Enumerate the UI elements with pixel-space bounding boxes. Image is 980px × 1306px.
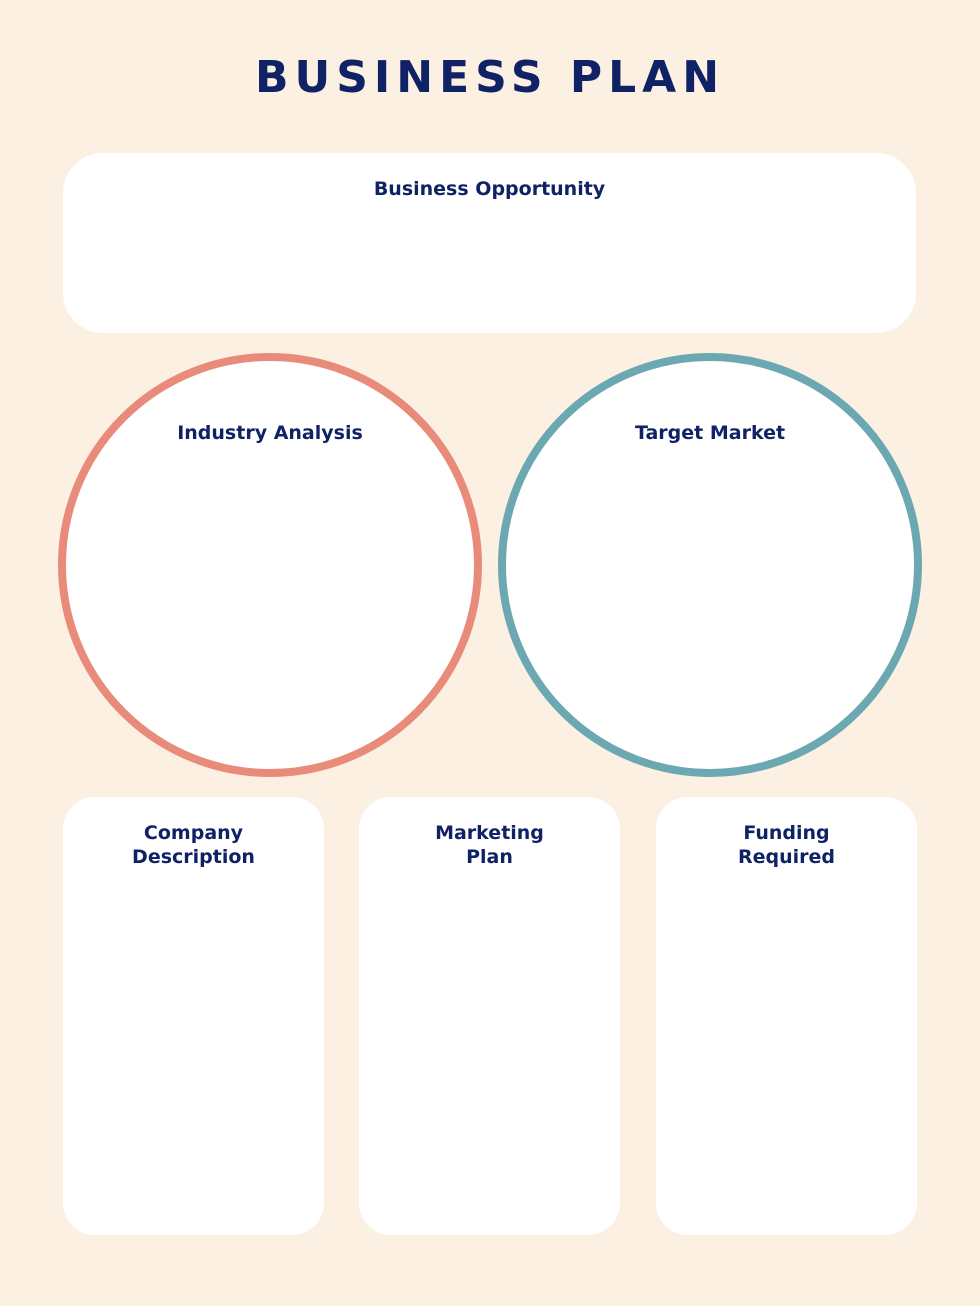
- marketing-plan-box[interactable]: Marketing Plan: [359, 797, 620, 1235]
- target-market-circle[interactable]: Target Market: [498, 353, 922, 777]
- funding-required-box[interactable]: Funding Required: [656, 797, 917, 1235]
- marketing-plan-label: Marketing Plan: [359, 821, 620, 869]
- page-title: BUSINESS PLAN: [254, 52, 726, 103]
- industry-analysis-circle[interactable]: Industry Analysis: [58, 353, 482, 777]
- company-description-line-1: Company: [143, 822, 244, 844]
- funding-required-label: Funding Required: [656, 821, 917, 869]
- industry-analysis-label: Industry Analysis: [177, 422, 363, 444]
- target-market-label: Target Market: [634, 422, 786, 444]
- marketing-plan-line-1: Marketing: [435, 822, 544, 844]
- business-opportunity-label: Business Opportunity: [373, 178, 606, 200]
- funding-required-line-2: Required: [737, 846, 835, 868]
- marketing-plan-line-2: Plan: [466, 846, 513, 868]
- company-description-box[interactable]: Company Description: [63, 797, 324, 1235]
- funding-required-line-1: Funding: [743, 822, 830, 844]
- company-description-line-2: Description: [132, 846, 255, 868]
- business-opportunity-box[interactable]: Business Opportunity: [63, 153, 916, 333]
- company-description-label: Company Description: [63, 821, 324, 869]
